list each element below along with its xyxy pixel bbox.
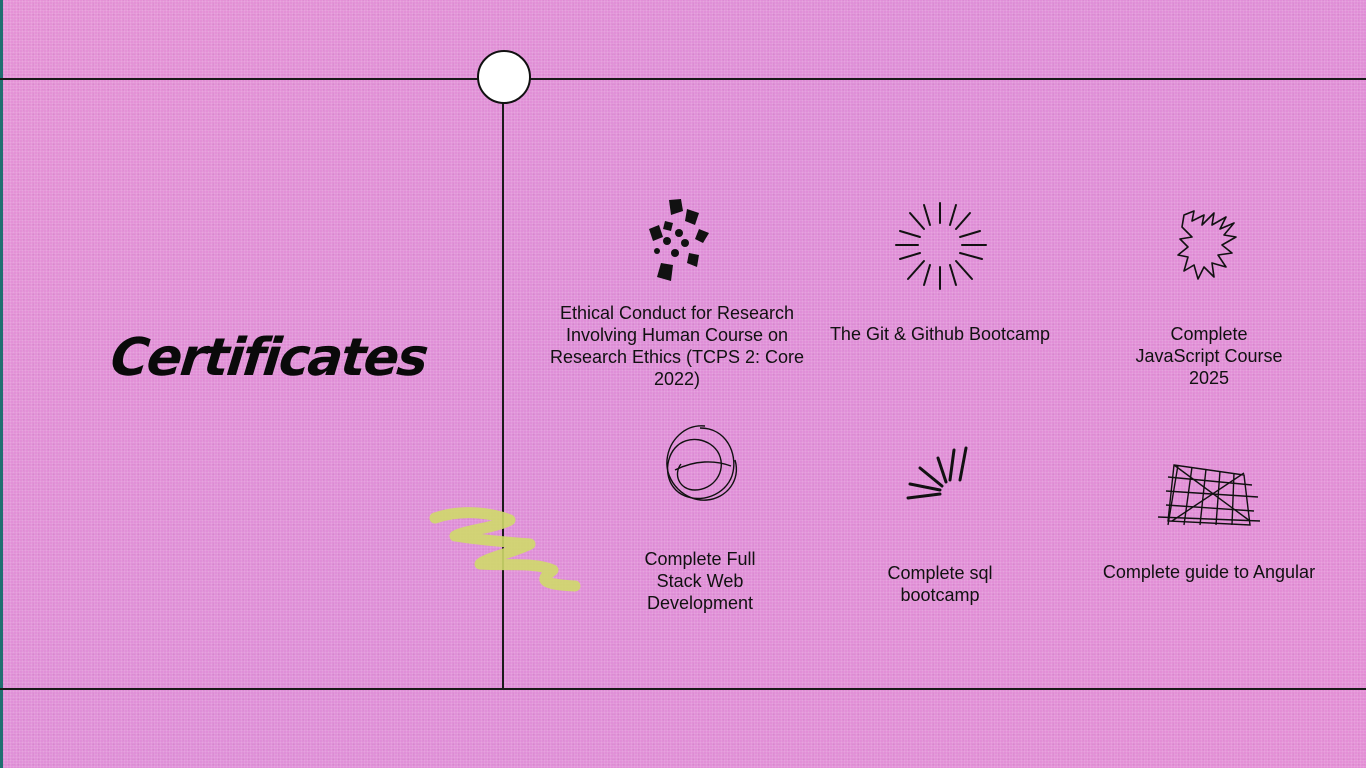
certificate-label: Complete Full Stack Web Development xyxy=(644,549,756,613)
certificate-label: Complete sql bootcamp xyxy=(887,563,993,605)
crosshatch-icon xyxy=(1157,464,1261,526)
certificate-label: The Git & Github Bootcamp xyxy=(829,324,1051,344)
blob-cluster-icon xyxy=(649,199,709,281)
vertical-divider xyxy=(502,78,504,690)
circle-marker xyxy=(477,50,531,104)
certificate-card[interactable]: Complete sql bootcamp xyxy=(805,440,1075,606)
certificate-label: Complete guide to Angular xyxy=(1102,562,1316,582)
certificate-label: Complete JavaScript Course 2025 xyxy=(1135,324,1283,388)
sparkle-lines-icon xyxy=(906,446,968,500)
starburst-icon xyxy=(895,202,987,290)
certificate-card[interactable]: The Git & Github Bootcamp xyxy=(805,195,1075,345)
swirl-circle-icon xyxy=(666,425,738,501)
certificate-label: Ethical Conduct for Research Involving H… xyxy=(549,303,805,389)
zigzag-scribble-icon xyxy=(1177,210,1237,280)
left-edge-accent xyxy=(0,0,3,768)
bottom-divider xyxy=(0,688,1366,690)
certificate-card[interactable]: Ethical Conduct for Research Involving H… xyxy=(542,195,812,390)
certificate-card[interactable]: Complete JavaScript Course 2025 xyxy=(1074,205,1344,389)
top-divider xyxy=(0,78,1366,80)
certificate-card[interactable]: Complete Full Stack Web Development xyxy=(565,420,835,614)
highlighter-scribble xyxy=(429,507,581,592)
certificate-card[interactable]: Complete guide to Angular xyxy=(1074,455,1344,583)
section-title: Certificates xyxy=(107,328,430,388)
